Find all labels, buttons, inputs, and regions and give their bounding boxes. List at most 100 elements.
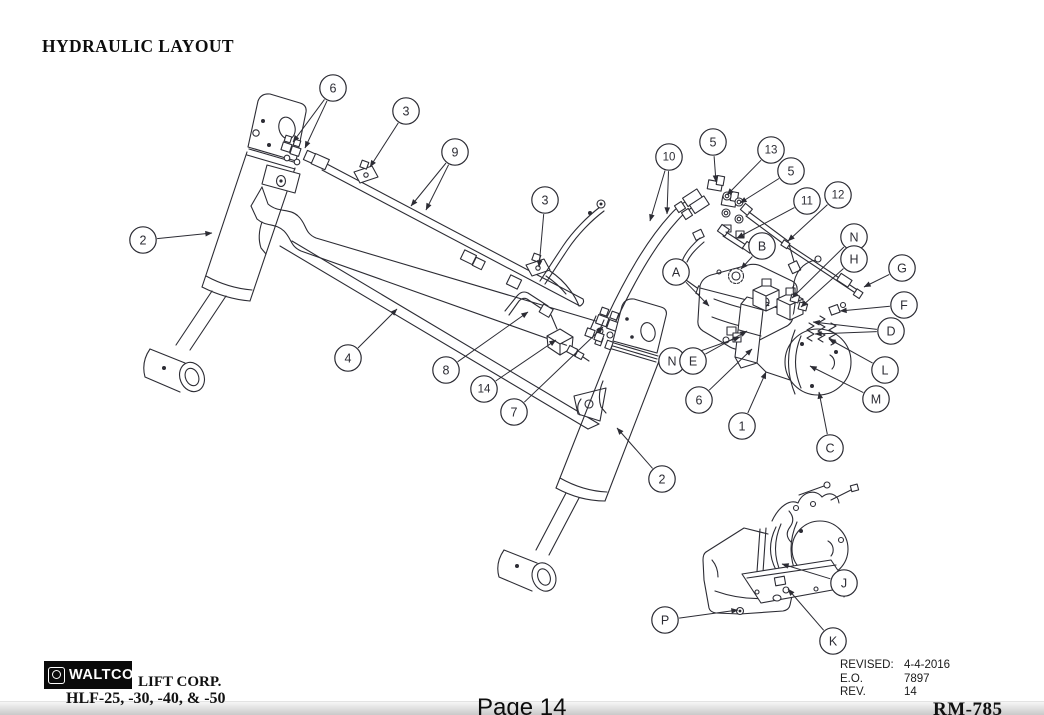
callout-label: 8 [443, 364, 450, 378]
callout-a: A [662, 258, 710, 307]
callout-label: 1 [739, 420, 746, 434]
callout-balloon [319, 74, 347, 102]
leader-line [292, 99, 325, 143]
power-unit [697, 239, 864, 396]
callout-k: K [787, 588, 847, 655]
leader-line [664, 171, 671, 215]
callout-label: M [871, 393, 881, 407]
callout-label: N [849, 231, 858, 245]
callout-label: 13 [765, 145, 778, 157]
callout-5: 5 [699, 128, 727, 183]
callout-label: G [897, 262, 907, 276]
fittings-cluster [504, 291, 621, 362]
callout-balloon [840, 245, 868, 273]
callout-6: 6 [292, 74, 347, 149]
callout-14: 14 [470, 339, 557, 403]
callout-e: E [679, 330, 748, 375]
leader-line [791, 246, 845, 299]
revision-block: REVISED:4-4-2016 E.O.7897 REV.14 [840, 659, 950, 700]
callout-j: J [781, 563, 858, 597]
callout-balloon [777, 157, 805, 185]
leader-line [863, 273, 890, 288]
callout-f: F [839, 291, 918, 319]
leader-line [736, 207, 795, 239]
callout-label: 4 [345, 352, 352, 366]
leader-line [495, 339, 557, 382]
callout-balloon [888, 254, 916, 282]
leader-line [787, 204, 828, 242]
callout-3: 3 [369, 97, 420, 168]
leader-line [800, 268, 844, 308]
callout-label: 11 [801, 196, 813, 208]
callout-6: 6 [685, 348, 753, 414]
callout-8: 8 [432, 311, 529, 384]
callout-label: P [661, 614, 669, 628]
callout-label: 5 [788, 165, 795, 179]
page-bottom-edge [0, 701, 1044, 715]
callout-label: 2 [140, 234, 147, 248]
callout-label: 6 [330, 82, 337, 96]
page-number: Page 14 [477, 694, 567, 715]
callout-b: B [740, 232, 776, 270]
callout-1: 1 [728, 371, 767, 440]
callout-balloon [793, 187, 821, 215]
callout-balloon [877, 317, 905, 345]
breather-hose [539, 199, 606, 285]
leader-line [814, 330, 877, 337]
callout-13: 13 [726, 136, 785, 196]
leader-line [740, 256, 753, 270]
callout-2: 2 [616, 427, 676, 493]
callout-label: B [758, 240, 766, 254]
callout-balloon [685, 386, 713, 414]
callout-3: 3 [531, 186, 559, 268]
callout-balloon [648, 465, 676, 493]
company-name: LIFT CORP. [138, 674, 222, 690]
leader-line [616, 427, 653, 469]
callout-balloon [651, 606, 679, 634]
pump-detail-view [702, 481, 860, 616]
leader-line [410, 162, 447, 207]
callout-balloon [862, 385, 890, 413]
leader-line [304, 100, 328, 149]
callout-balloon [757, 136, 785, 164]
callout-balloon [500, 398, 528, 426]
callout-balloon [890, 291, 918, 319]
leader-line [708, 348, 753, 391]
leader-line [536, 214, 545, 268]
waltco-logo-mark-icon [48, 666, 65, 684]
callout-balloon [432, 356, 460, 384]
leader-line [812, 319, 877, 330]
callout-label: N [667, 355, 676, 369]
left-lift-column [143, 93, 307, 393]
leader-line [781, 563, 831, 580]
leader-line [425, 164, 450, 211]
callout-label: C [825, 442, 834, 456]
waltco-logo-text: WALTCO [69, 667, 134, 683]
leader-line [457, 311, 529, 363]
leader-line [705, 330, 748, 355]
leader-line [828, 338, 873, 364]
callout-balloon [655, 143, 683, 171]
leader-line [523, 326, 604, 403]
callout-label: 3 [542, 194, 549, 208]
callout-label: L [882, 364, 889, 378]
callout-label: H [849, 253, 858, 267]
callout-10: 10 [649, 143, 683, 222]
leader-line [787, 588, 825, 631]
callout-h: H [800, 245, 868, 308]
callout-m: M [809, 365, 890, 413]
callout-balloon [392, 97, 420, 125]
leader-line [649, 170, 666, 222]
callout-label: D [886, 325, 895, 339]
callout-balloon [334, 344, 362, 372]
leader-line [369, 122, 399, 168]
leader-line [726, 159, 762, 196]
callout-12: 12 [787, 181, 852, 242]
callout-balloon [830, 569, 858, 597]
callout-balloon [819, 627, 847, 655]
callout-label: 2 [659, 473, 666, 487]
right-lift-column [497, 298, 667, 592]
callout-5: 5 [739, 157, 805, 204]
leader-line [747, 371, 767, 414]
